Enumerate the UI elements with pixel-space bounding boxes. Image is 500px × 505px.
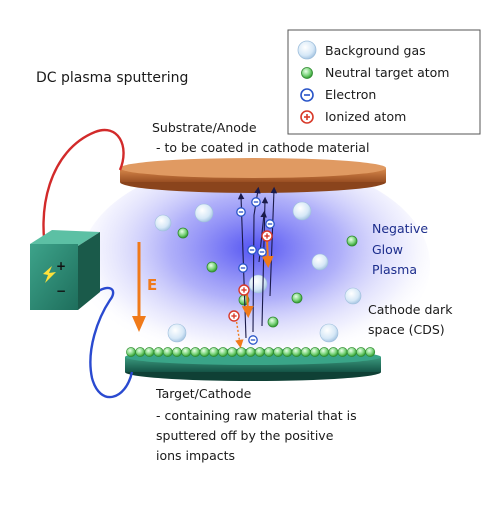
lightning-bolt-icon — [43, 266, 56, 283]
electron — [257, 247, 267, 257]
target-atom — [300, 347, 311, 357]
target-atom — [356, 347, 366, 357]
target-atom — [337, 347, 348, 357]
target-description-line2: sputtered off by the positive — [156, 428, 334, 443]
target-atom — [346, 347, 357, 357]
dark-space-label-line1: Cathode dark — [368, 302, 453, 317]
target-atom — [245, 347, 256, 357]
target-atom — [135, 347, 146, 357]
neutral-target-atom — [291, 292, 303, 304]
target-atom — [218, 347, 228, 357]
electron — [247, 245, 257, 255]
electron — [236, 207, 246, 217]
cathode-plate — [125, 349, 381, 381]
ionized-atoms — [228, 230, 273, 322]
background-gas-atom — [167, 323, 187, 343]
background-gas-atom — [319, 323, 339, 343]
substrate-description: - to be coated in cathode material — [156, 140, 369, 155]
dark-space-label-line2: space (CDS) — [368, 322, 445, 337]
legend-background-gas: Background gas — [325, 43, 426, 58]
neutral-target-atom — [206, 261, 218, 273]
background-gas-atom — [194, 203, 214, 223]
electric-field-label: E — [147, 276, 157, 294]
diagram-title: DC plasma sputtering — [36, 70, 188, 86]
plasma-glow — [80, 160, 430, 370]
anode-wire — [42, 128, 125, 263]
electron — [248, 335, 258, 345]
background-gas-atom — [311, 253, 329, 271]
neutral-target-atoms — [177, 227, 358, 328]
target-atom — [199, 347, 210, 357]
target-description-line3: ions impacts — [156, 448, 235, 463]
target-atom-layer — [126, 347, 376, 357]
target-atom — [264, 347, 274, 357]
target-atom — [310, 347, 320, 357]
legend-electron: Electron — [325, 87, 376, 102]
legend-neutral-target-atom: Neutral target atom — [325, 65, 449, 80]
substrate-label: Substrate/Anode — [152, 120, 257, 135]
legend: Background gas Neutral target atom Elect… — [287, 29, 481, 135]
target-atom — [227, 347, 238, 357]
electron — [251, 197, 261, 207]
background-gas-atom — [248, 274, 268, 294]
plasma-label-line1: Negative — [372, 221, 428, 236]
background-gas-atom — [344, 287, 362, 305]
target-atom — [291, 347, 302, 357]
neutral-target-atom — [177, 227, 189, 239]
target-atom — [153, 347, 164, 357]
ionized-atom — [228, 310, 240, 322]
target-label: Target/Cathode — [155, 386, 252, 401]
background-gas-icon — [297, 40, 317, 60]
battery-plus: + — [56, 259, 66, 273]
background-gas-atoms — [154, 201, 362, 343]
electron — [265, 219, 275, 229]
target-atom — [328, 347, 339, 357]
target-atom — [208, 347, 219, 357]
ionized-atom — [238, 284, 250, 296]
target-atom — [273, 347, 284, 357]
target-atom — [190, 347, 201, 357]
plasma-label-line3: Plasma — [372, 262, 417, 277]
legend-ionized-atom: Ionized atom — [325, 109, 406, 124]
electric-field-arrow — [132, 242, 146, 332]
target-atom — [162, 347, 173, 357]
background-gas-atom — [292, 201, 312, 221]
target-atom — [282, 347, 293, 357]
legend-box — [287, 29, 481, 135]
target-atom — [254, 347, 265, 357]
target-atom — [236, 347, 247, 357]
ionized-atom — [261, 230, 273, 242]
anode-plate — [120, 158, 386, 193]
background-gas-atom — [154, 214, 172, 232]
target-description-line1: - containing raw material that is — [156, 408, 357, 423]
battery-minus: − — [56, 284, 66, 298]
target-atom — [181, 347, 192, 357]
target-atom — [319, 347, 330, 357]
cathode-wire — [89, 286, 134, 399]
target-atom — [172, 347, 182, 357]
electrons — [236, 197, 275, 345]
dc-power-supply: + − — [30, 230, 100, 310]
neutral-target-atom-icon — [301, 67, 313, 79]
target-atom — [365, 347, 376, 357]
target-atom — [126, 347, 136, 357]
electron — [238, 263, 248, 273]
neutral-target-atom — [346, 235, 358, 247]
target-atom — [144, 347, 155, 357]
neutral-target-atom — [267, 316, 279, 328]
plasma-label-line2: Glow — [372, 242, 403, 257]
